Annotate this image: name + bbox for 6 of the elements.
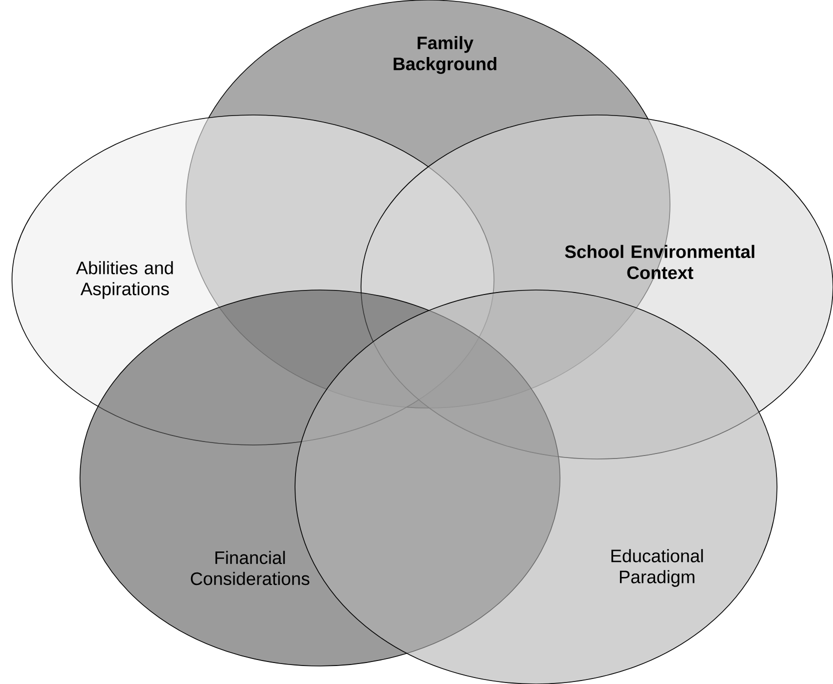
set-label: Educational Paradigm [611, 549, 703, 587]
set-label: Family Background [394, 36, 496, 74]
set-label: Financial Considerations [190, 550, 310, 586]
set-label: School Environmental Context [565, 244, 754, 280]
venn-ellipse [360, 114, 833, 460]
set-label: Abilities and Aspirations [76, 261, 173, 299]
